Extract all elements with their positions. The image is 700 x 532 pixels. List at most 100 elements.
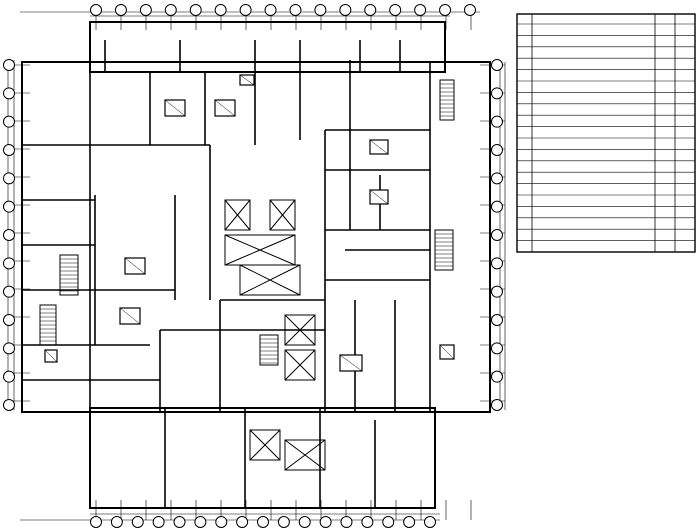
axis-marker-bottom (110, 516, 123, 528)
axis-markers-left (3, 59, 15, 411)
axis-marker-right (491, 144, 503, 156)
axis-marker-bottom (236, 516, 249, 528)
shaft-diagonal (249, 429, 281, 461)
axis-markers-right (491, 59, 503, 411)
axis-marker-right (491, 172, 503, 185)
axis-marker-left (3, 399, 15, 411)
shaft (239, 264, 301, 296)
axis-marker-bottom (403, 516, 416, 528)
legend-table (516, 13, 696, 253)
room-hatch (119, 307, 141, 325)
room-hatch (164, 99, 186, 117)
shaft-diagonal (224, 234, 296, 266)
room-hatch (44, 349, 58, 363)
axis-marker-left (3, 285, 15, 298)
axis-marker-top (364, 4, 377, 16)
axis-marker-right (491, 257, 503, 270)
room-hatch (124, 257, 146, 275)
axis-marker-bottom (215, 516, 228, 528)
shaft-diagonal (284, 349, 316, 381)
shaft (284, 314, 316, 346)
axis-marker-top (239, 4, 252, 16)
stair-run (259, 334, 279, 366)
legend-table-rows (517, 14, 695, 252)
axis-marker-bottom (194, 516, 207, 528)
axis-marker-left (3, 172, 15, 185)
axis-marker-top (214, 4, 227, 16)
axis-marker-top (164, 4, 177, 16)
axis-marker-bottom (361, 516, 374, 528)
axis-marker-left (3, 115, 15, 128)
axis-marker-bottom (382, 516, 395, 528)
axis-marker-bottom (298, 516, 311, 528)
axis-marker-right (491, 229, 503, 241)
axis-marker-left (3, 200, 15, 213)
interior-walls (22, 40, 431, 508)
room-hatch (439, 344, 455, 360)
axis-marker-top (439, 4, 452, 16)
axis-marker-right (491, 285, 503, 298)
axis-marker-top (90, 4, 102, 16)
axis-marker-top (139, 4, 152, 16)
axis-marker-bottom (340, 516, 353, 528)
axis-marker-bottom (90, 516, 102, 528)
axis-marker-bottom (257, 516, 269, 528)
shaft (284, 349, 316, 381)
shaft (224, 199, 251, 231)
axis-marker-bottom (424, 516, 436, 528)
axis-marker-right (491, 59, 503, 71)
axis-marker-top (414, 4, 427, 16)
shaft (284, 439, 326, 471)
room-hatch (239, 74, 255, 86)
axis-marker-top (339, 4, 352, 16)
axis-marker-top (289, 4, 302, 16)
axis-marker-right (491, 314, 503, 326)
axis-marker-right (491, 370, 503, 383)
room-hatch (369, 189, 389, 205)
axis-marker-bottom (319, 516, 332, 528)
stair-run (434, 229, 454, 271)
shaft-diagonal (224, 199, 251, 231)
axis-marker-bottom (173, 516, 186, 528)
axis-marker-left (3, 342, 15, 355)
axis-marker-left (3, 370, 15, 383)
axis-markers-top (90, 4, 476, 16)
axis-marker-left (3, 87, 15, 100)
shaft-diagonal (239, 264, 301, 296)
axis-marker-top (114, 4, 127, 16)
stair-run (39, 304, 57, 346)
building-outline (21, 21, 491, 509)
axis-marker-right (491, 87, 503, 100)
stair-run (439, 79, 455, 121)
shaft-diagonal (269, 199, 296, 231)
axis-marker-left (3, 257, 15, 270)
axis-marker-bottom (131, 516, 144, 528)
room-blocks (44, 74, 455, 372)
axis-marker-right (491, 342, 503, 355)
axis-marker-left (3, 59, 15, 71)
axis-marker-top (264, 4, 277, 16)
axis-marker-top (314, 4, 327, 16)
axis-marker-right (491, 115, 503, 128)
axis-marker-bottom (277, 516, 290, 528)
shaft-diagonal (284, 314, 316, 346)
stair-run (59, 254, 79, 296)
room-hatch (214, 99, 236, 117)
axis-marker-left (3, 144, 15, 156)
axis-marker-right (491, 399, 503, 411)
shaft (249, 429, 281, 461)
room-hatch (339, 354, 363, 372)
axis-marker-left (3, 314, 15, 326)
axis-marker-top (389, 4, 402, 16)
axis-marker-bottom (152, 516, 165, 528)
stair-shafts (39, 79, 455, 471)
shaft (269, 199, 296, 231)
axis-marker-top (189, 4, 202, 16)
room-hatch (369, 139, 389, 155)
axis-marker-top (464, 4, 476, 16)
shaft-diagonal (284, 439, 326, 471)
axis-marker-right (491, 200, 503, 213)
axis-markers-bottom (90, 516, 436, 528)
axis-marker-left (3, 229, 15, 241)
